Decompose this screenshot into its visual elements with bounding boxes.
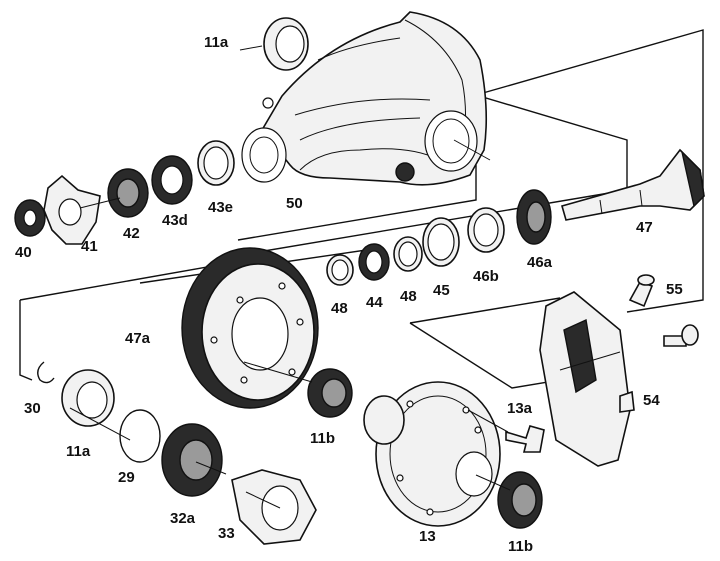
bearing-cup-top: [263, 17, 309, 71]
label-11b-bottom: 11b: [508, 538, 533, 555]
label-54: 54: [643, 392, 660, 409]
label-42: 42: [123, 225, 140, 242]
label-11a-top: 11a: [204, 34, 229, 51]
label-29: 29: [118, 469, 135, 486]
label-13a: 13a: [507, 400, 533, 417]
label-44: 44: [366, 294, 383, 311]
left-small-parts: [37, 361, 161, 463]
pinion-shaft: [561, 148, 705, 221]
bolt-13a: [505, 425, 545, 453]
input-flange-group: [14, 140, 235, 245]
axle-housing: [241, 11, 488, 186]
label-40: 40: [15, 244, 32, 261]
part-labels: 11a 50 40 41 42 43d 43e 47 46a 46b 45 48…: [15, 34, 683, 555]
label-46b: 46b: [473, 268, 499, 285]
label-48-right: 48: [400, 288, 417, 305]
label-48-left: 48: [331, 300, 348, 317]
pinion-bearing-group: [326, 189, 552, 286]
differential-case: [363, 381, 501, 527]
label-11b-mid: 11b: [310, 430, 335, 447]
label-43d: 43d: [162, 212, 188, 229]
label-32a: 32a: [170, 510, 196, 527]
rear-cover: [539, 291, 635, 467]
label-55: 55: [666, 281, 683, 298]
label-13: 13: [419, 528, 436, 545]
leader-lines: [69, 45, 621, 509]
cover-bolts: [628, 274, 699, 347]
label-30: 30: [24, 400, 41, 417]
label-47: 47: [636, 219, 653, 236]
ring-gear: [181, 247, 319, 409]
label-11a-left: 11a: [66, 443, 91, 460]
label-50: 50: [286, 195, 303, 212]
label-33: 33: [218, 525, 235, 542]
label-45: 45: [433, 282, 450, 299]
bearing-mid: [307, 368, 353, 418]
label-46a: 46a: [527, 254, 553, 271]
side-gear-and-flange: [161, 423, 317, 545]
label-41: 41: [81, 238, 98, 255]
label-43e: 43e: [208, 199, 233, 216]
label-47a: 47a: [125, 330, 151, 347]
bearing-bottom: [497, 471, 543, 529]
